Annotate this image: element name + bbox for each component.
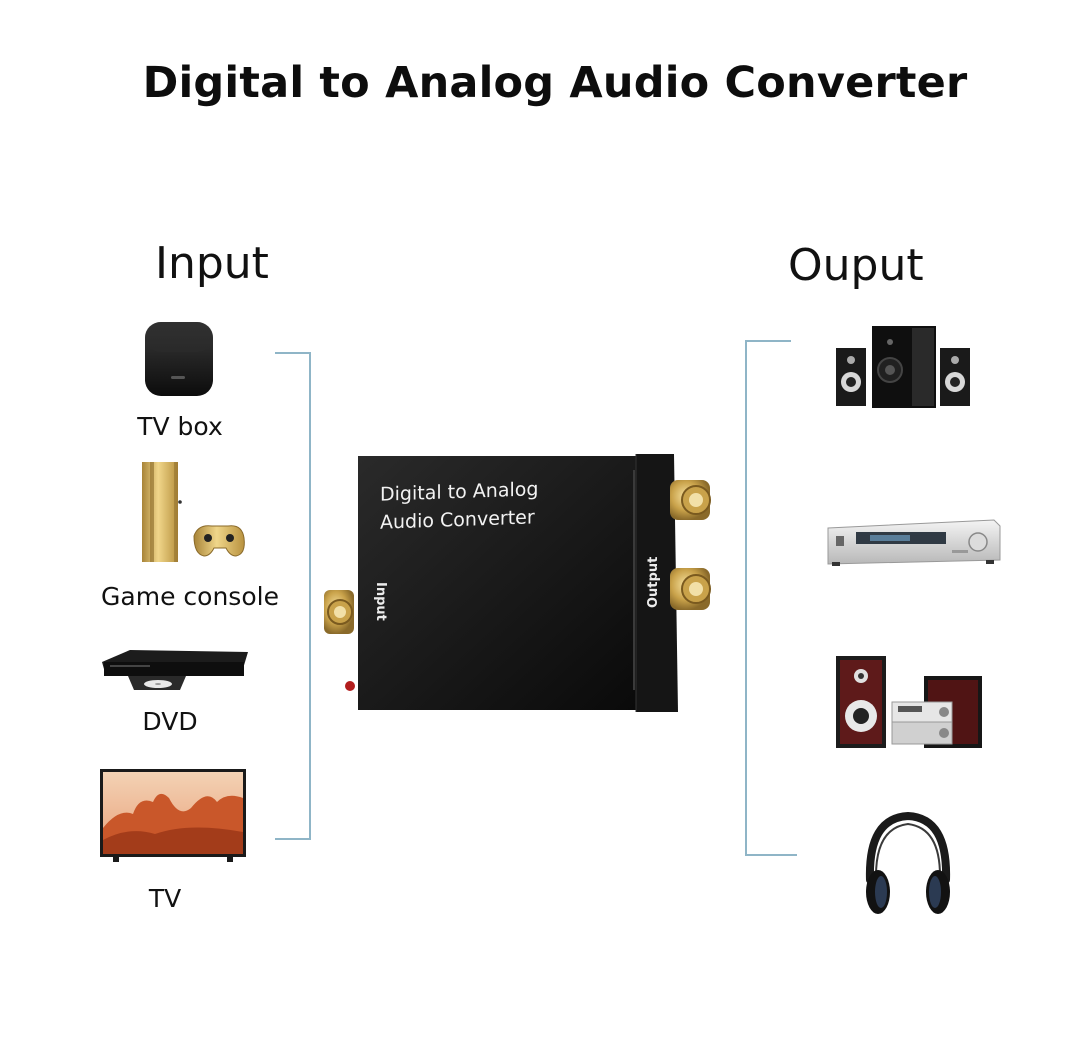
converter-output-port-label: Output — [646, 556, 661, 608]
page-title: Digital to Analog Audio Converter — [142, 58, 968, 108]
output-bracket — [745, 340, 800, 858]
stereo-system-icon — [836, 656, 984, 750]
av-receiver-icon — [826, 518, 1002, 568]
converter-device: Digital to Analog Audio Converter Input … — [318, 450, 718, 720]
output-heading: Ouput — [788, 240, 924, 291]
converter-input-port-label: Input — [373, 582, 388, 621]
input-heading: Input — [155, 238, 269, 289]
speaker-system-icon — [836, 326, 972, 408]
converter-face-line2: Audio Converter — [380, 506, 535, 534]
device-label-dvd: DVD — [142, 707, 198, 736]
input-bracket — [275, 352, 315, 842]
tv-box-icon — [141, 318, 217, 398]
television-icon — [99, 768, 249, 864]
device-label-tv: TV — [148, 884, 182, 913]
game-console-icon — [136, 458, 248, 568]
converter-body-graphic — [324, 454, 711, 712]
dvd-player-icon — [100, 646, 250, 692]
device-label-game-console: Game console — [101, 582, 279, 611]
headphones-icon — [860, 808, 956, 918]
converter-face-text: Digital to Analog Audio Converter — [380, 475, 538, 537]
device-label-tv-box: TV box — [137, 412, 223, 441]
